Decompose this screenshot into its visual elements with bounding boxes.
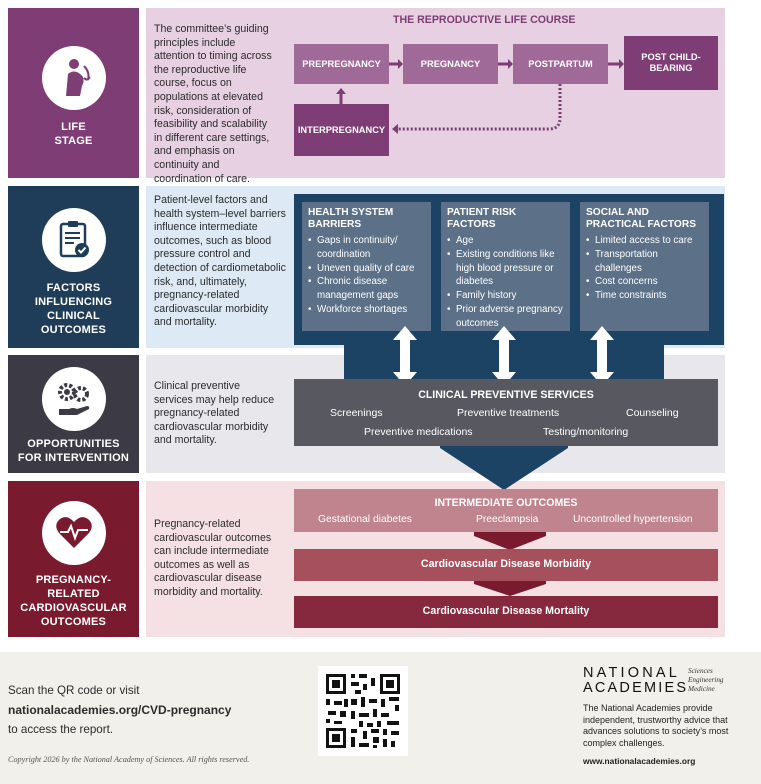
list-item: Age: [447, 234, 565, 248]
list-item: Chronic disease management gaps: [308, 275, 426, 303]
list-item: Uneven quality of care: [308, 262, 426, 276]
report-link[interactable]: nationalacademies.org/CVD-pregnancy: [8, 703, 232, 717]
logo-sub-medicine: Medicine: [688, 685, 715, 693]
patient-risk-factors-box: PATIENT RISK FACTORS Age Existing condit…: [441, 202, 570, 331]
clipboard-checklist-icon: [41, 208, 106, 272]
outcome-chevrons: [474, 532, 546, 596]
factors-description: Patient-level factors and health system–…: [154, 194, 286, 329]
logo-line2: ACADEMIES: [583, 680, 689, 696]
outcome-preeclampsia: Preeclampsia: [476, 514, 539, 525]
list-item: Workforce shortages: [308, 303, 426, 317]
life-stage-sidebar: LIFE STAGE: [8, 8, 139, 178]
footer-access-text: to access the report.: [8, 723, 114, 736]
heart-pulse-icon: [41, 501, 106, 565]
social-practical-factors-box: SOCIAL AND PRACTICAL FACTORS Limited acc…: [580, 202, 709, 331]
life-course-arrows: [336, 59, 624, 134]
stage-post-child-bearing-label: POST CHILD-BEARING: [641, 52, 701, 73]
outcome-uncontrolled-hypertension: Uncontrolled hypertension: [573, 514, 693, 525]
health-system-barriers-box: HEALTH SYSTEM BARRIERS Gaps in continuit…: [302, 202, 431, 331]
stage-interpregnancy: INTERPREGNANCY: [294, 104, 389, 156]
outcomes-sidebar: PREGNANCY- RELATED CARDIOVASCULAR OUTCOM…: [8, 481, 139, 637]
clinical-preventive-services-box: [294, 379, 718, 446]
intermediate-outcomes-title: INTERMEDIATE OUTCOMES: [434, 497, 578, 509]
stage-pregnancy: PREGNANCY: [403, 44, 498, 84]
health-system-barriers-title: HEALTH SYSTEM BARRIERS: [308, 207, 394, 230]
morbidity-box: [294, 549, 718, 581]
footer-website[interactable]: www.nationalacademies.org: [583, 756, 696, 766]
gears-hand-icon: [41, 367, 106, 431]
stage-prepregnancy-label: PREPREGNANCY: [302, 58, 381, 69]
service-testing-monitoring: Testing/monitoring: [543, 426, 629, 438]
footer-scan-text: Scan the QR code or visit: [8, 684, 140, 697]
pregnant-person-icon: [41, 46, 106, 110]
list-item: Time constraints: [586, 289, 704, 303]
stage-post-child-bearing: POST CHILD-BEARING: [624, 36, 718, 90]
footer-tagline: The National Academies provide independe…: [583, 703, 729, 748]
opportunities-label: OPPORTUNITIES FOR INTERVENTION: [17, 438, 130, 464]
bidirectional-arrows: [393, 326, 614, 386]
list-item: Existing conditions like high blood pres…: [447, 248, 565, 289]
life-stage-description: The committee’s guiding principles inclu…: [154, 23, 272, 185]
factors-label: FACTORS INFLUENCING CLINICAL OUTCOMES: [34, 282, 113, 336]
list-item: Limited access to care: [586, 234, 704, 248]
national-academies-logo: NATIONAL ACADEMIES: [583, 665, 689, 696]
outcomes-label: PREGNANCY- RELATED CARDIOVASCULAR OUTCOM…: [20, 574, 127, 628]
opportunities-description: Clinical preventive services may help re…: [154, 380, 275, 447]
logo-line1: NATIONAL: [583, 665, 681, 681]
outcome-gestational-diabetes: Gestational diabetes: [318, 514, 412, 525]
life-stage-label: LIFE STAGE: [54, 121, 93, 147]
service-preventive-treatments: Preventive treatments: [457, 407, 560, 419]
morbidity-label: Cardiovascular Disease Morbidity: [420, 558, 592, 570]
factors-sidebar: FACTORS INFLUENCING CLINICAL OUTCOMES: [8, 186, 139, 348]
qr-code[interactable]: [318, 666, 408, 756]
opportunities-sidebar: OPPORTUNITIES FOR INTERVENTION: [8, 355, 139, 473]
service-preventive-medications: Preventive medications: [364, 426, 473, 438]
stage-postpartum-label: POSTPARTUM: [528, 58, 593, 69]
mortality-box: [294, 596, 718, 628]
list-item: Family history: [447, 289, 565, 303]
stage-prepregnancy: PREPREGNANCY: [294, 44, 389, 84]
list-item: Transportation challenges: [586, 248, 704, 276]
patient-risk-factors-title: PATIENT RISK FACTORS: [447, 207, 517, 230]
intermediate-outcomes-box: [294, 489, 718, 532]
stage-pregnancy-label: PREGNANCY: [420, 58, 481, 69]
clinical-preventive-services-title: CLINICAL PREVENTIVE SERVICES: [418, 389, 594, 401]
stage-postpartum: POSTPARTUM: [513, 44, 608, 84]
service-screenings: Screenings: [330, 407, 383, 419]
social-practical-factors-title: SOCIAL AND PRACTICAL FACTORS: [586, 207, 696, 230]
stage-interpregnancy-label: INTERPREGNANCY: [297, 124, 386, 135]
logo-sub-engineering: Engineering: [688, 676, 724, 684]
logo-subtitles: Sciences Engineering Medicine: [688, 667, 724, 694]
list-item: Gaps in continuity/ coordination: [308, 234, 426, 262]
life-course-title: THE REPRODUCTIVE LIFE COURSE: [393, 14, 576, 26]
outcomes-description: Pregnancy-related cardiovascular outcome…: [154, 518, 272, 598]
mortality-label: Cardiovascular Disease Mortality: [422, 605, 590, 617]
service-counseling: Counseling: [626, 407, 679, 419]
list-item: Prior adverse pregnancy outcomes: [447, 303, 565, 331]
list-item: Cost concerns: [586, 275, 704, 289]
logo-sub-sciences: Sciences: [688, 667, 713, 675]
copyright: Copyright 2026 by the National Academy o…: [8, 755, 250, 764]
